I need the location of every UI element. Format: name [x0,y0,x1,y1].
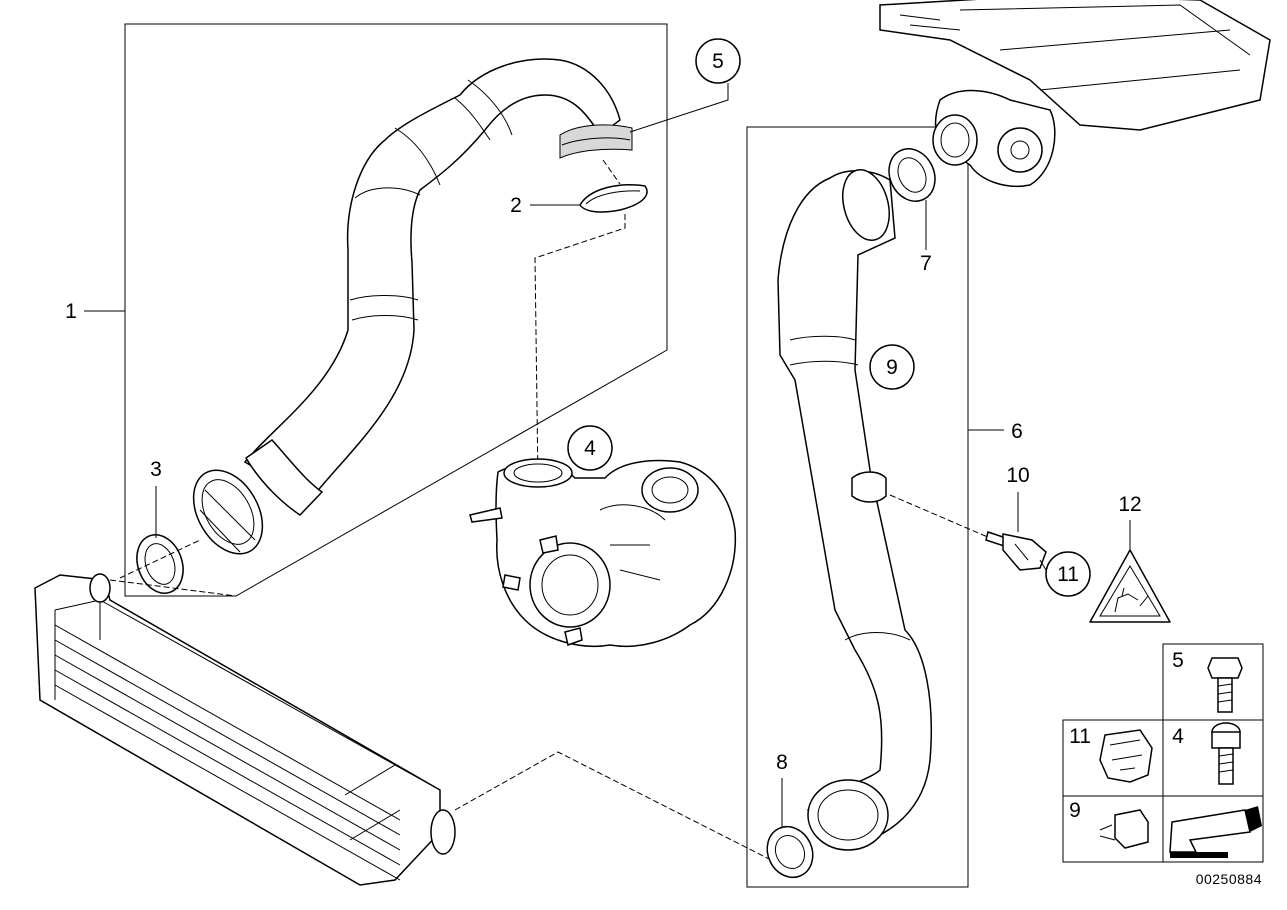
callout-3: 3 [150,458,162,481]
turbocharger-4 [469,458,737,648]
callout-12: 12 [1118,493,1141,516]
callout-bubble-11: 11 [1045,551,1091,597]
leader-dash-10 [889,494,991,539]
callout-1: 1 [65,300,77,323]
group-frame-1 [124,23,668,597]
navigation-arrow-icon [1169,806,1262,858]
legend-label-4: 4 [1172,725,1184,748]
callout-8: 8 [776,751,788,774]
clip-icon [1099,809,1149,849]
seal-ring-3 [136,534,184,594]
charge-air-hose-upper [192,58,633,555]
diagram-id: 00250884 [1196,871,1262,887]
callout-7: 7 [920,252,932,275]
temperature-sensor-10 [985,531,1047,571]
legend-label-5: 5 [1172,649,1184,672]
callout-4: 4 [584,437,596,460]
callout-bubble-9: 9 [869,344,915,390]
warning-label-12 [1089,549,1171,623]
callout-9: 9 [886,356,898,379]
callout-10: 10 [1006,464,1029,487]
legend-label-11: 11 [1069,725,1091,748]
charge-air-pipe-lower [777,169,933,851]
leader-dash-3 [119,539,201,579]
callout-11: 11 [1057,563,1079,586]
callout-bubble-5: 5 [695,38,741,84]
callout-bubble-4: 4 [567,425,613,471]
group-frame-6 [746,126,969,888]
seal-ring-8 [766,825,814,879]
fastener-legend: 5 4 11 9 [1062,643,1264,863]
leader-11 [1039,559,1047,571]
seal-ring-7 [888,148,936,202]
hex-bolt-icon [1207,657,1243,713]
callout-5: 5 [712,50,724,73]
intercooler [34,573,456,886]
leader-dash-ic-bottom [454,751,776,863]
callout-2: 2 [510,194,522,217]
leader-dash-2a [602,159,621,185]
socket-bolt-icon [1211,722,1241,785]
legend-label-9: 9 [1069,799,1081,822]
engine-intake-manifold [879,0,1271,187]
leader-dash-2b [534,214,626,483]
bracket-icon [1099,729,1153,783]
leader-dash-ic-top [109,579,237,597]
leader-5 [629,83,729,133]
o-ring-2 [579,184,648,213]
callout-6: 6 [1011,420,1023,443]
